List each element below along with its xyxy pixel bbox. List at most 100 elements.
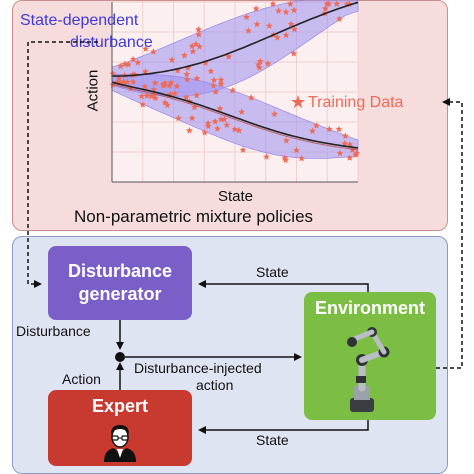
training-data-star [150, 91, 158, 99]
training-data-star [134, 59, 142, 66]
training-data-star [124, 78, 131, 85]
training-data-star [125, 61, 132, 68]
training-data-star [127, 84, 134, 92]
training-data-star [265, 22, 273, 29]
training-data-star [142, 45, 149, 52]
training-data-star [196, 43, 203, 50]
training-data-star [282, 31, 290, 39]
training-data-star [231, 125, 239, 133]
training-data-star [298, 154, 306, 162]
training-data-star [346, 141, 354, 148]
person-with-glasses-icon [104, 425, 136, 462]
training-data-star [173, 82, 181, 90]
training-data-star [336, 149, 344, 157]
training-data-star [189, 47, 197, 55]
training-data-star [168, 56, 176, 63]
training-data-star [207, 67, 215, 75]
training-data-star [325, 125, 333, 133]
annotation-line1: State-dependent [20, 12, 139, 29]
legend-label: Training Data [308, 94, 404, 111]
injected-action-label-line1: Disturbance-injected [134, 360, 262, 376]
training-data-star [150, 48, 157, 55]
state-to-generator-arrow [198, 280, 369, 292]
annotation-line2: disturbance [70, 34, 153, 51]
training-data-star [191, 103, 198, 111]
training-data-star [182, 93, 190, 101]
training-data-star [264, 60, 272, 67]
training-data-star [121, 60, 129, 67]
training-data-star [188, 114, 196, 122]
training-data-star [275, 7, 282, 14]
training-data-star [183, 76, 191, 83]
training-data-star [210, 76, 218, 84]
state-to-expert-arrow [198, 420, 369, 434]
training-data-star [171, 90, 179, 97]
action-label: Action [62, 371, 101, 387]
training-data-star [204, 122, 212, 130]
training-data-star [115, 74, 123, 82]
training-data-star [147, 92, 155, 100]
training-data-star [138, 92, 146, 100]
panel-caption: Non-parametric mixture policies [74, 207, 314, 226]
training-data-star [341, 140, 349, 147]
training-data-star [271, 110, 278, 117]
training-data-star [163, 101, 171, 109]
training-data-star [195, 31, 203, 38]
training-data-star [309, 127, 316, 134]
training-data-star [142, 68, 149, 75]
training-data-star [256, 64, 263, 71]
training-data-star [235, 126, 243, 134]
training-data-star [322, 5, 329, 12]
upper-mode-mean-line [111, 1, 359, 77]
training-data-star [143, 92, 151, 99]
training-data-star [336, 15, 343, 22]
training-data-star [254, 61, 262, 68]
lower-mode-mean-line [111, 81, 359, 149]
training-data-star [109, 70, 117, 77]
training-data-star [269, 0, 277, 7]
training-data-star [283, 137, 290, 144]
training-data-star [225, 53, 233, 60]
training-data-star [342, 132, 349, 139]
summing-junction [115, 352, 125, 362]
training-data-star [141, 83, 149, 90]
training-data-star [174, 67, 181, 74]
training-data-star [333, 0, 341, 7]
training-data-star [204, 119, 212, 127]
training-data-star [120, 78, 128, 85]
training-data-star [117, 62, 125, 70]
training-data-star [287, 20, 295, 28]
policy-to-generator-dashed-arrow [27, 41, 98, 288]
training-data-star [192, 40, 200, 48]
training-data-star [151, 94, 159, 102]
state-to-expert-label: State [256, 432, 289, 448]
training-data-star [217, 80, 225, 88]
training-data-star [353, 149, 361, 157]
training-data-star [238, 108, 246, 115]
training-data-star [245, 27, 252, 34]
state-to-generator-label: State [256, 264, 289, 280]
training-data-star [210, 81, 217, 89]
training-data-star [217, 76, 225, 83]
legend-marker: ★ [290, 92, 307, 112]
training-data-star [167, 79, 175, 86]
training-data-star [114, 78, 122, 85]
expert-label: Expert [91, 396, 149, 416]
training-data-star [212, 88, 220, 95]
training-data-star [263, 153, 270, 160]
disturbance-label: Disturbance [16, 323, 91, 339]
x-axis-label: State [218, 188, 254, 205]
training-data-star [201, 129, 209, 136]
training-data-star [188, 42, 196, 50]
training-data-star [129, 78, 137, 85]
training-data-star [150, 85, 158, 93]
training-data-star [216, 105, 224, 112]
training-data-star [291, 25, 298, 33]
training-data-star [161, 99, 169, 106]
training-data-star [159, 80, 167, 88]
training-data-star [293, 146, 300, 154]
training-data-star [223, 121, 231, 128]
injected-action-label-line2: action [196, 377, 234, 393]
